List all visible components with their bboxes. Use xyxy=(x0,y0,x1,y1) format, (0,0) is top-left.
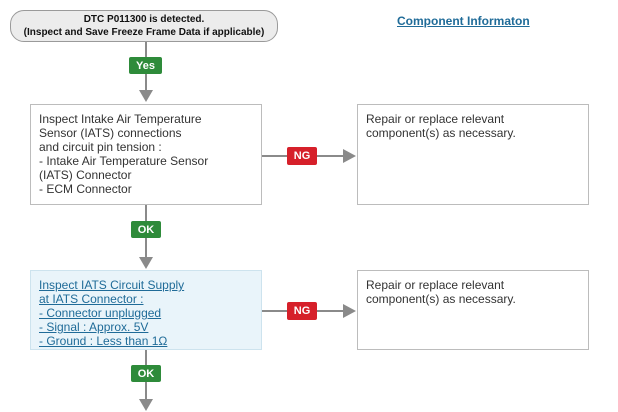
repair2-box: Repair or replace relevant component(s) … xyxy=(357,270,589,350)
step1-line: - Intake Air Temperature Sensor xyxy=(39,154,209,168)
step2-link-line[interactable]: Inspect IATS Circuit Supply xyxy=(39,278,185,292)
arrow-to-repair1 xyxy=(343,149,356,163)
step1-box: Inspect Intake Air Temperature Sensor (I… xyxy=(30,104,262,205)
step1-line: (IATS) Connector xyxy=(39,168,132,182)
repair2-line: component(s) as necessary. xyxy=(366,292,516,306)
step1-line: Sensor (IATS) connections xyxy=(39,126,182,140)
step2-box: Inspect IATS Circuit Supply at IATS Conn… xyxy=(30,270,262,350)
step2-link-line[interactable]: - Ground : Less than 1Ω xyxy=(39,334,168,348)
yes-badge: Yes xyxy=(129,57,162,74)
ok-badge-1: OK xyxy=(131,221,161,238)
step2-link-line[interactable]: - Signal : Approx. 5V xyxy=(39,320,149,334)
repair1-box: Repair or replace relevant component(s) … xyxy=(357,104,589,205)
step2-link-line[interactable]: - Connector unplugged xyxy=(39,306,162,320)
component-information-link[interactable]: Component Informaton xyxy=(397,14,530,28)
arrow-to-repair2 xyxy=(343,304,356,318)
ng-badge-1: NG xyxy=(287,147,317,165)
start-node-line2: (Inspect and Save Freeze Frame Data if a… xyxy=(23,27,265,38)
repair1-line: component(s) as necessary. xyxy=(366,126,516,140)
step1-line: - ECM Connector xyxy=(39,182,132,196)
step1-line: and circuit pin tension : xyxy=(39,140,162,154)
step2-link-line[interactable]: at IATS Connector : xyxy=(39,292,144,306)
ng-badge-2: NG xyxy=(287,302,317,320)
repair2-line: Repair or replace relevant xyxy=(366,278,505,292)
arrow-to-step2 xyxy=(139,257,153,269)
start-node-dtc: DTC P011300 is detected. (Inspect and Sa… xyxy=(10,10,278,42)
repair1-line: Repair or replace relevant xyxy=(366,112,505,126)
ok-badge-2: OK xyxy=(131,365,161,382)
start-node-line1: DTC P011300 is detected. xyxy=(83,14,205,25)
step1-line: Inspect Intake Air Temperature xyxy=(39,112,202,126)
arrow-to-step1 xyxy=(139,90,153,102)
arrow-to-next xyxy=(139,399,153,411)
